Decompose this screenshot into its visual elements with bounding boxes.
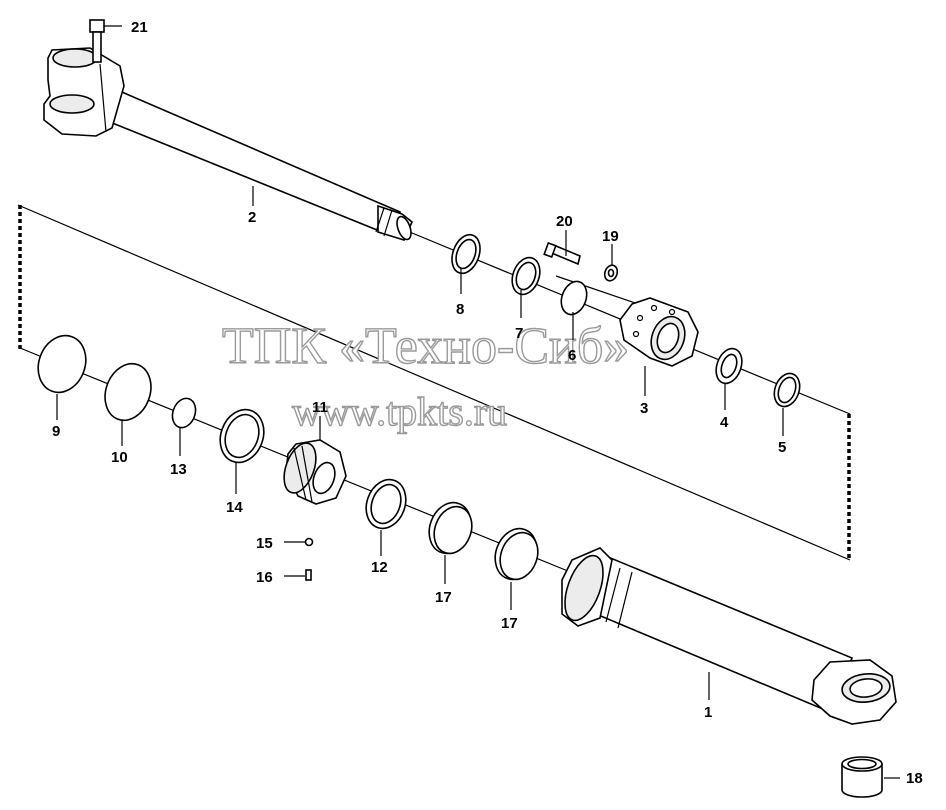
wiper-5: [773, 372, 801, 408]
cylinder-head-3: [619, 297, 699, 367]
o-ring-6: [560, 280, 588, 316]
label-part-2: 2: [248, 209, 256, 226]
label-part-18: 18: [906, 770, 923, 787]
cylinder-tube-1: [561, 547, 897, 725]
label-part-21: 21: [131, 19, 148, 36]
label-part-20: 20: [556, 213, 573, 230]
label-part-4: 4: [720, 414, 729, 431]
grease-nipple-21: [89, 19, 122, 63]
label-part-15: 15: [256, 535, 273, 552]
label-part-17a: 17: [435, 589, 452, 606]
label-part-9: 9: [52, 423, 60, 440]
seal-7: [511, 256, 541, 296]
label-part-7: 7: [515, 325, 523, 342]
label-part-19: 19: [602, 228, 619, 245]
dashed-connectors: [18, 205, 851, 560]
label-part-3: 3: [640, 400, 648, 417]
label-part-1: 1: [704, 704, 712, 721]
label-part-13: 13: [170, 461, 187, 478]
label-part-14: 14: [226, 499, 243, 516]
label-part-16: 16: [256, 569, 273, 586]
label-part-12: 12: [371, 559, 388, 576]
label-part-10: 10: [111, 449, 128, 466]
leader-lines: [56, 186, 900, 779]
piston-rod: [95, 83, 413, 241]
bushing-18: [841, 756, 883, 798]
o-ring-13: [171, 397, 197, 429]
washer-19: [603, 264, 619, 282]
watermark-company: ТПК «Техно-Сиб»: [222, 318, 629, 375]
watermark: ТПК «Техно-Сиб» www.tpkts.ru: [221, 317, 630, 434]
label-part-5: 5: [778, 439, 786, 456]
label-part-11: 11: [312, 399, 328, 416]
set-screw-16: [305, 569, 312, 581]
seal-4: [715, 347, 743, 385]
rod-seal-8: [451, 233, 481, 275]
label-part-17b: 17: [501, 615, 518, 632]
guide-ring-17a: [428, 501, 473, 555]
label-part-6: 6: [568, 347, 576, 364]
rod-clevis: [43, 47, 125, 137]
bolt-20: [543, 241, 581, 266]
part-labels: 1 2 3 4 5 6 7 8 9 10 11 12 13 14 15 16 1…: [52, 19, 923, 787]
o-ring-9: [37, 334, 87, 394]
watermark-url: www.tpkts.ru: [292, 389, 507, 434]
wear-ring-14: [219, 408, 265, 464]
guide-ring-17b: [494, 527, 539, 581]
ball-15: [304, 537, 314, 547]
seal-12: [365, 478, 407, 530]
backup-ring-10: [104, 362, 152, 422]
piston-11: [283, 439, 347, 505]
label-part-8: 8: [456, 301, 464, 318]
